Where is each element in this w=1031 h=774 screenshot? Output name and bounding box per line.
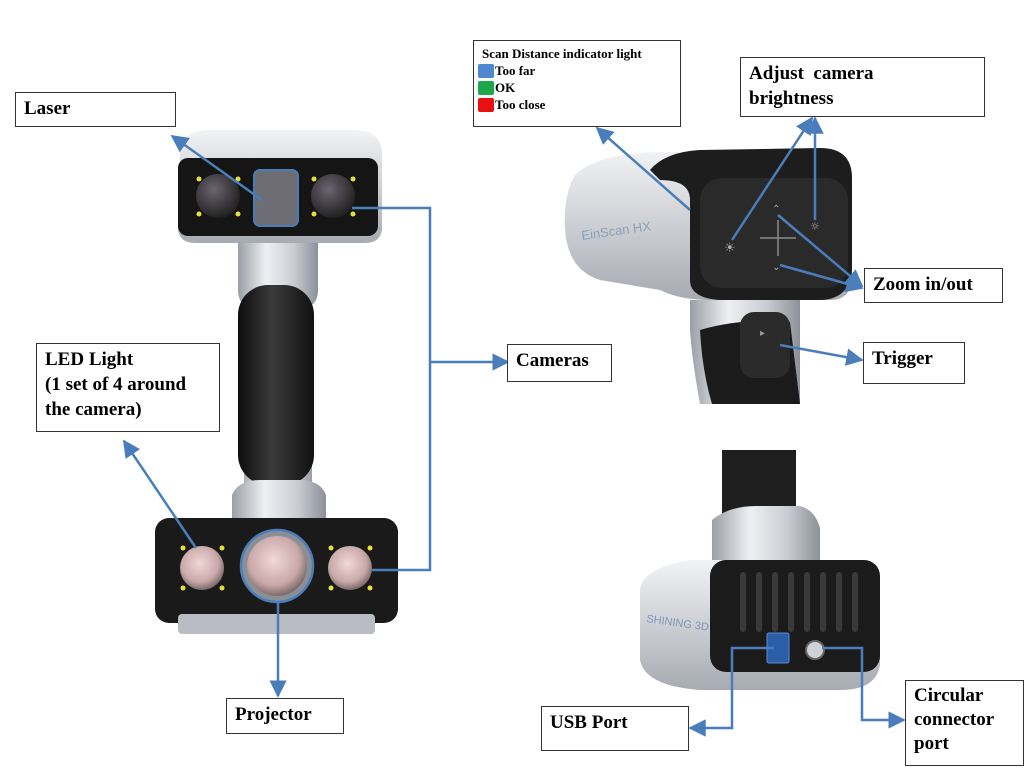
bottom-led-lights xyxy=(180,545,373,591)
top-led-lights xyxy=(196,176,356,217)
usb-port-label: USB Port xyxy=(541,706,689,751)
trigger-icon: ▸ xyxy=(760,328,765,339)
projector-label-text: Projector xyxy=(235,704,312,725)
scanner-side-view: EinScan HX ☀ ☼ ⌃ ⌄ ▸ xyxy=(564,148,852,404)
cameras-label-text: Cameras xyxy=(516,350,589,371)
right-camera-lens xyxy=(311,174,355,218)
cameras-label: Cameras xyxy=(507,344,612,382)
legend-swatch-blue xyxy=(478,63,494,78)
circular-connector-label: Circular connector port xyxy=(905,680,1024,766)
legend-item-ok: OK xyxy=(478,79,672,96)
laser-window xyxy=(253,169,299,227)
vent-slots xyxy=(740,572,858,632)
circular-label-line-2: connector xyxy=(914,709,995,730)
brightness-label: Adjust camera brightness xyxy=(740,57,985,117)
scanner-rear-view: SHINING 3D xyxy=(640,450,880,690)
projector-label: Projector xyxy=(226,698,344,734)
control-pad-icons xyxy=(760,220,796,256)
brightness-down-icon: ☀ xyxy=(724,241,736,256)
zoom-label-text: Zoom in/out xyxy=(873,274,973,295)
legend-title: Scan Distance indicator light xyxy=(482,46,642,61)
laser-label: Laser xyxy=(15,92,176,127)
legend-swatch-green xyxy=(478,80,494,95)
legend-swatch-red xyxy=(478,97,494,112)
led-label-line-1: LED Light xyxy=(45,349,134,370)
led-label-line-2: (1 set of 4 around xyxy=(45,374,187,395)
circular-label-line-3: port xyxy=(914,733,949,754)
projector-lens xyxy=(247,536,307,596)
trigger-label-text: Trigger xyxy=(872,348,933,369)
legend-label-ok: OK xyxy=(495,80,516,95)
legend-item-too-far: Too far xyxy=(478,62,672,79)
circular-label-line-1: Circular xyxy=(914,685,984,706)
legend-item-too-close: Too close xyxy=(478,96,672,113)
trigger-button xyxy=(740,312,790,378)
usb-label-text: USB Port xyxy=(550,712,628,733)
scanner-front-view xyxy=(155,130,398,634)
legend-label-too-far: Too far xyxy=(495,63,536,78)
zoom-label: Zoom in/out xyxy=(864,268,1003,303)
left-bottom-lens xyxy=(180,546,224,590)
led-light-label: LED Light (1 set of 4 around the camera) xyxy=(36,343,220,432)
zoom-in-icon: ⌃ xyxy=(772,204,780,215)
brightness-label-line-1: Adjust camera xyxy=(749,63,874,84)
brightness-up-icon: ☼ xyxy=(810,220,820,233)
zoom-out-icon: ⌄ xyxy=(772,262,780,273)
leader-lines xyxy=(122,116,906,737)
scan-distance-legend: Scan Distance indicator light Too far OK… xyxy=(473,40,681,127)
legend-label-too-close: Too close xyxy=(495,97,546,112)
circular-connector xyxy=(805,640,825,660)
left-camera-lens xyxy=(196,174,240,218)
laser-label-text: Laser xyxy=(24,98,71,119)
trigger-label: Trigger xyxy=(863,342,965,384)
brightness-label-line-2: brightness xyxy=(749,88,834,109)
led-label-line-3: the camera) xyxy=(45,399,142,420)
right-bottom-lens xyxy=(328,546,372,590)
